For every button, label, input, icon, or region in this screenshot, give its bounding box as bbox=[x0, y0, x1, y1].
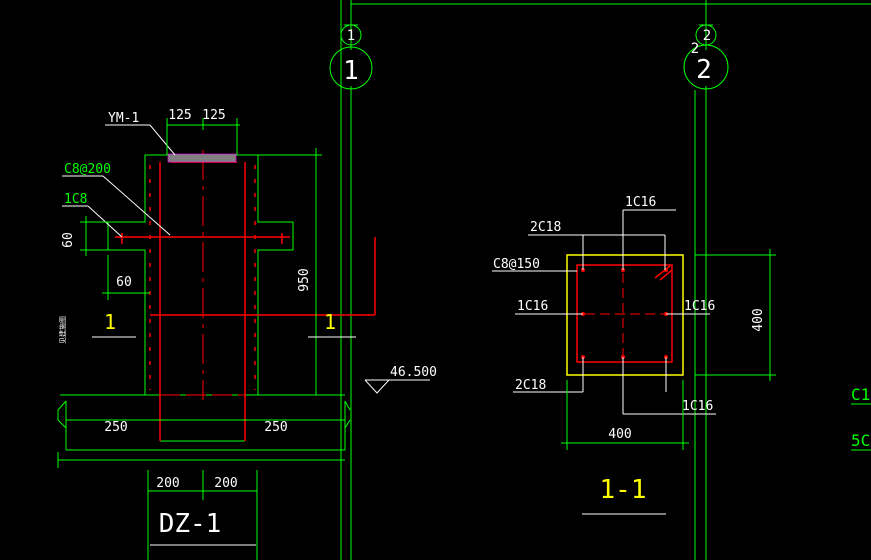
dim-400-right: 400 bbox=[751, 308, 766, 331]
dim-200-left: 200 bbox=[156, 476, 179, 491]
section-mark-left: 1 bbox=[104, 310, 116, 334]
dim-top-125 bbox=[166, 118, 240, 155]
column-leaders bbox=[62, 124, 176, 238]
side-note: 见建施图 bbox=[58, 316, 67, 344]
title-dz1: DZ-1 bbox=[159, 509, 222, 539]
label-ym1: YM-1 bbox=[108, 111, 139, 126]
axis-bubble-1 bbox=[329, 46, 373, 90]
section-mark-right: 1 bbox=[324, 310, 336, 334]
label-1c16-right: 1C16 bbox=[684, 299, 715, 314]
dim-60-vertical bbox=[80, 216, 108, 256]
dim-400-bottom: 400 bbox=[608, 427, 631, 442]
dim-125-left: 125 bbox=[168, 108, 191, 123]
title-section-1-1: 1-1 bbox=[600, 475, 647, 505]
section-leaders bbox=[492, 209, 716, 415]
label-1c16-top: 1C16 bbox=[625, 195, 656, 210]
section-outline bbox=[566, 254, 684, 376]
dim-60-horizontal bbox=[102, 255, 150, 300]
axis-label-1-small: 1 bbox=[347, 28, 355, 44]
dim-950 bbox=[258, 148, 322, 395]
axis-label-2: 2 bbox=[696, 55, 712, 85]
dim-950: 950 bbox=[297, 268, 312, 291]
label-1c16-left: 1C16 bbox=[517, 299, 548, 314]
dim-125-right: 125 bbox=[202, 108, 225, 123]
edge-text-bottom: 5C bbox=[851, 431, 870, 450]
label-1c8: 1C8 bbox=[64, 192, 87, 207]
label-1c16-bottom: 1C16 bbox=[682, 399, 713, 414]
stirrup-hook bbox=[654, 265, 673, 281]
dim-60-horizontal: 60 bbox=[116, 275, 132, 290]
embedded-plate-ym1 bbox=[167, 153, 237, 163]
label-2c18-bottom: 2C18 bbox=[515, 378, 546, 393]
dim-250-left: 250 bbox=[104, 420, 127, 435]
label-column-stirrup: C8@200 bbox=[64, 162, 111, 177]
dim-200-right: 200 bbox=[214, 476, 237, 491]
edge-text-top: C1( bbox=[851, 385, 871, 404]
column-rebar bbox=[115, 161, 376, 441]
column-outline bbox=[57, 154, 351, 560]
label-2c18-top: 2C18 bbox=[530, 220, 561, 235]
elevation-symbol bbox=[364, 379, 430, 394]
axis-label-2-small: 2 bbox=[703, 28, 711, 44]
label-section-stirrup: C8@150 bbox=[493, 257, 540, 272]
elevation-value: 46.500 bbox=[390, 365, 437, 380]
section-dims bbox=[561, 249, 776, 450]
dim-250-right: 250 bbox=[264, 420, 287, 435]
axis-label-1: 1 bbox=[343, 56, 359, 86]
grid-axes bbox=[329, 0, 871, 560]
axis-label-2-small-b: 2 bbox=[691, 41, 699, 57]
dim-60-vertical: 60 bbox=[61, 232, 76, 248]
